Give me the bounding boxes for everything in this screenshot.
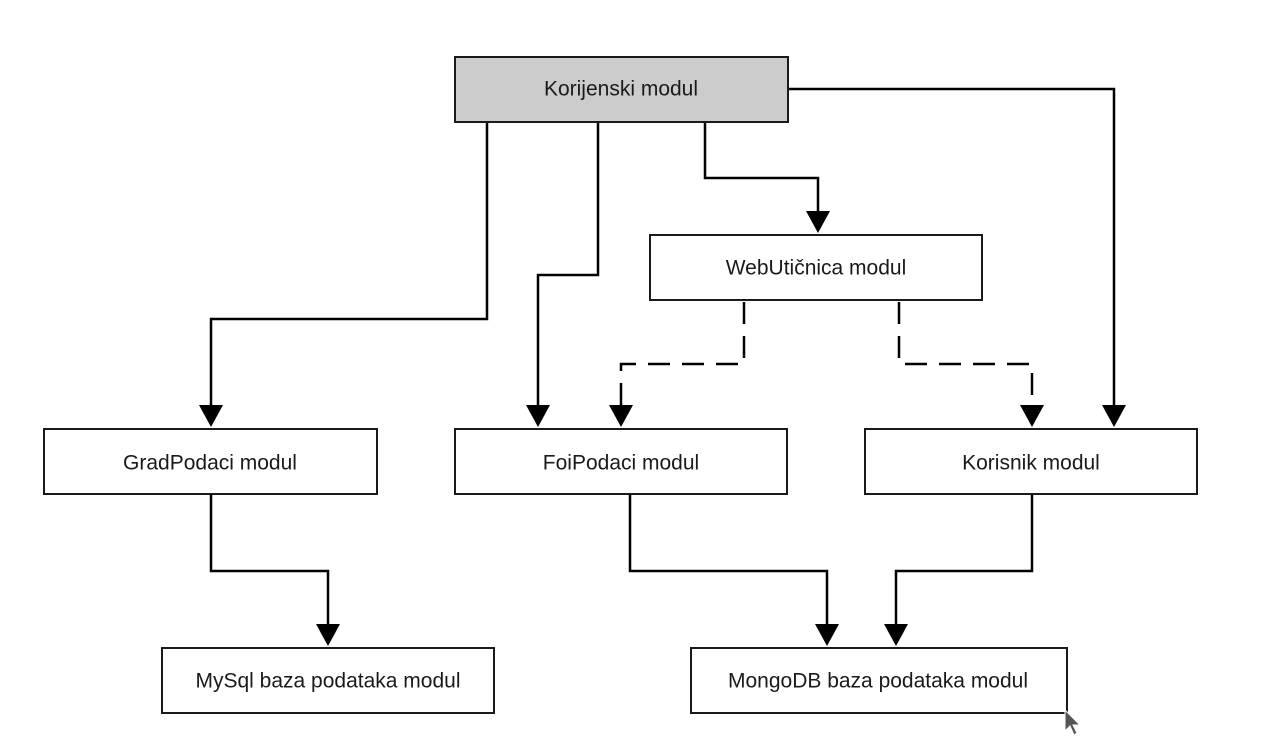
node-root-box: [454, 56, 789, 123]
node-mongodb-label: MongoDB baza podataka modul: [728, 670, 1028, 693]
arrowhead-mongodb-from-korisnik: [884, 624, 908, 646]
node-gradpodaci-label: GradPodaci modul: [123, 452, 297, 475]
arrowhead-foipodaci-from-root: [526, 405, 550, 427]
node-mongodb-box: [690, 647, 1068, 714]
node-korisnik: Korisnik modul: [864, 428, 1198, 495]
node-websocket-box: [649, 234, 983, 301]
node-mysql-box: [161, 647, 495, 714]
edge-foipodaci-to-mongodb: [628, 495, 829, 628]
edge-root-to-websocket: [703, 123, 820, 216]
edge-korisnik-to-mongodb: [894, 495, 1034, 628]
edge-websocket-to-korisnik: [897, 302, 1034, 410]
node-korisnik-box: [864, 428, 1198, 495]
arrowhead-websocket: [806, 211, 830, 233]
node-websocket: WebUtičnica modul: [649, 234, 983, 301]
node-websocket-label: WebUtičnica modul: [726, 257, 907, 280]
arrowhead-korisnik-from-websocket: [1020, 405, 1044, 427]
arrowhead-mongodb-from-foipodaci: [815, 624, 839, 646]
edge-root-to-gradpodaci: [209, 123, 489, 410]
node-gradpodaci: GradPodaci modul: [43, 428, 378, 495]
node-foipodaci-label: FoiPodaci modul: [543, 452, 699, 475]
edge-gradpodaci-to-mysql: [209, 495, 330, 628]
node-root-label: Korijenski modul: [544, 78, 698, 101]
node-foipodaci-box: [454, 428, 788, 495]
edge-root-to-korisnik: [789, 87, 1116, 410]
arrowhead-mysql: [316, 624, 340, 646]
arrowhead-korisnik-from-root: [1102, 405, 1126, 427]
edge-websocket-to-foipodaci: [619, 302, 746, 410]
node-mysql: MySql baza podataka modul: [161, 647, 495, 714]
arrowhead-gradpodaci: [199, 405, 223, 427]
edges: [199, 87, 1126, 646]
node-mysql-label: MySql baza podataka modul: [196, 670, 461, 693]
arrowhead-foipodaci-from-websocket: [609, 405, 633, 427]
mouse-cursor-icon: [1064, 708, 1082, 736]
node-gradpodaci-box: [43, 428, 378, 495]
node-root: Korijenski modul: [454, 56, 789, 123]
node-mongodb: MongoDB baza podataka modul: [690, 647, 1068, 714]
node-korisnik-label: Korisnik modul: [962, 452, 1100, 475]
node-foipodaci: FoiPodaci modul: [454, 428, 788, 495]
edge-root-to-foipodaci: [536, 123, 600, 410]
